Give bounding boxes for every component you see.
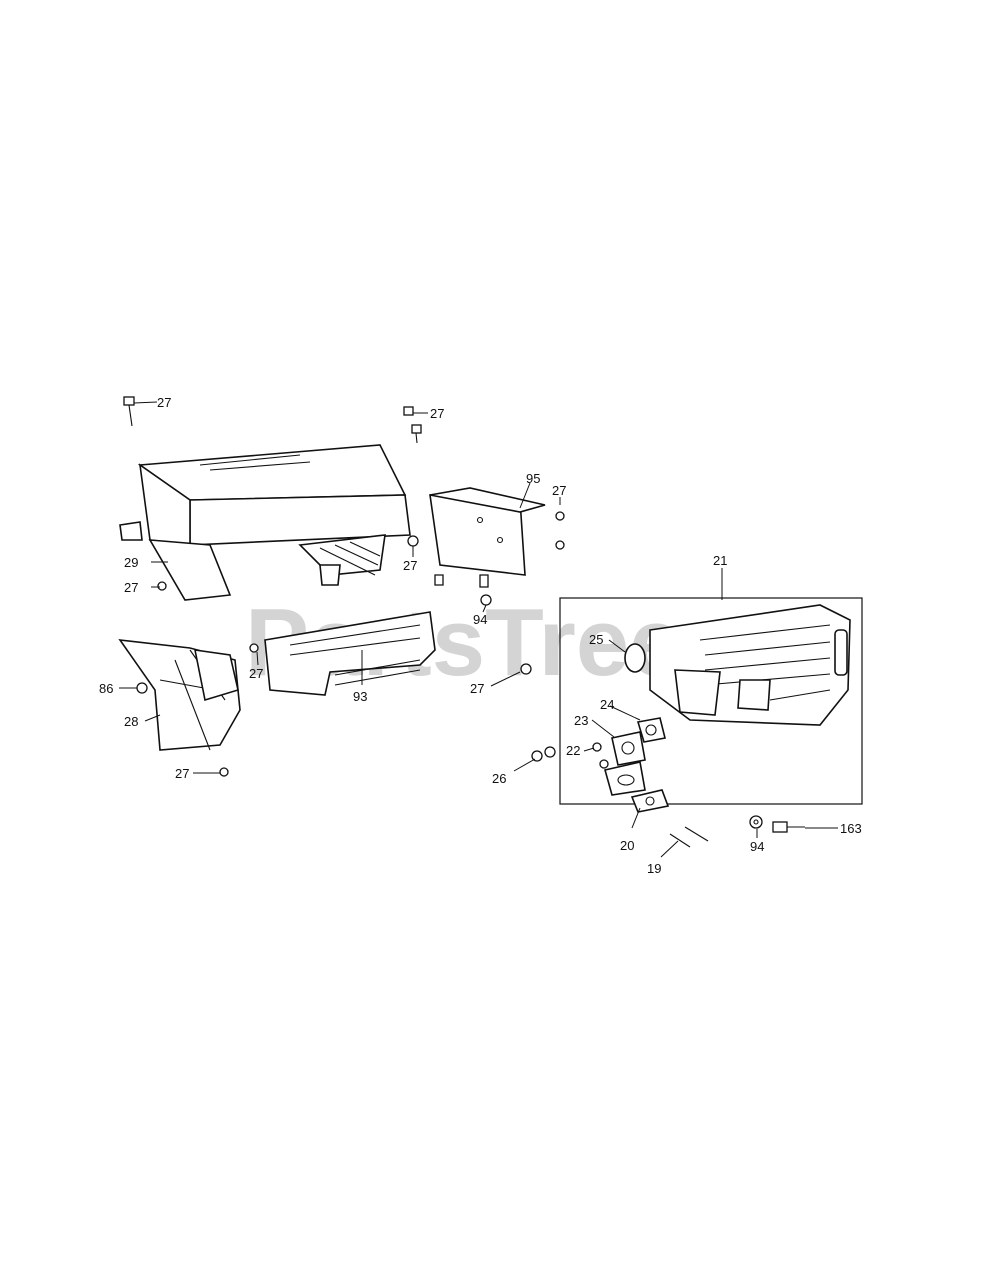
fastener-nut-27-right1[interactable] <box>555 511 565 550</box>
callout-93[interactable]: 93 <box>353 689 367 704</box>
callout-29[interactable]: 29 <box>124 555 138 570</box>
callout-27[interactable]: 27 <box>403 558 417 573</box>
fastener-bolt-27-topmid[interactable] <box>403 406 422 444</box>
part-24-gasket[interactable] <box>636 717 666 743</box>
fastener-nuts-26[interactable] <box>531 746 556 762</box>
callout-23[interactable]: 23 <box>574 713 588 728</box>
callout-27[interactable]: 27 <box>249 666 263 681</box>
fastener-washer-94-bottom[interactable] <box>749 815 763 829</box>
muffler-assembly-box <box>559 597 863 805</box>
part-19-studs[interactable] <box>669 826 709 848</box>
callout-21[interactable]: 21 <box>713 553 727 568</box>
callout-labels: 27 27 95 27 29 27 27 94 21 25 86 27 93 2… <box>99 395 862 876</box>
callout-19[interactable]: 19 <box>647 861 661 876</box>
callout-27[interactable]: 27 <box>470 681 484 696</box>
fastener-bolt-27-topleft[interactable] <box>123 396 135 427</box>
callout-163[interactable]: 163 <box>840 821 862 836</box>
callout-22[interactable]: 22 <box>566 743 580 758</box>
callout-27[interactable]: 27 <box>175 766 189 781</box>
part-28-side-shield[interactable] <box>118 639 241 751</box>
fastener-nut-27-93[interactable] <box>249 643 259 653</box>
callout-26[interactable]: 26 <box>492 771 506 786</box>
part-163-bolt[interactable] <box>772 821 805 833</box>
part-23-flange[interactable] <box>604 731 646 796</box>
callout-27[interactable]: 27 <box>157 395 171 410</box>
fastener-nut-86[interactable] <box>136 682 148 694</box>
callout-27[interactable]: 27 <box>124 580 138 595</box>
callout-28[interactable]: 28 <box>124 714 138 729</box>
fastener-nuts-22[interactable] <box>592 742 609 769</box>
callout-27[interactable]: 27 <box>430 406 444 421</box>
callout-95[interactable]: 95 <box>526 471 540 486</box>
callout-25[interactable]: 25 <box>589 632 603 647</box>
fastener-nut-27-mid[interactable] <box>407 535 419 547</box>
leader-lines <box>119 401 838 858</box>
part-95-bracket[interactable] <box>429 487 546 588</box>
part-21-muffler[interactable] <box>624 604 851 726</box>
part-29-exhaust-cover[interactable] <box>119 444 411 601</box>
fastener-nut-27-single[interactable] <box>520 663 532 675</box>
callout-20[interactable]: 20 <box>620 838 634 853</box>
callout-24[interactable]: 24 <box>600 697 614 712</box>
fastener-nut-94-mid[interactable] <box>480 594 492 606</box>
part-20-gasket[interactable] <box>630 789 670 813</box>
callout-94[interactable]: 94 <box>473 612 487 627</box>
callout-86[interactable]: 86 <box>99 681 113 696</box>
part-93-heat-shield[interactable] <box>264 611 436 696</box>
callout-27[interactable]: 27 <box>552 483 566 498</box>
fastener-nut-27-leftlow[interactable] <box>157 581 167 591</box>
callout-94[interactable]: 94 <box>750 839 764 854</box>
fastener-nut-27-bottom[interactable] <box>219 767 229 777</box>
